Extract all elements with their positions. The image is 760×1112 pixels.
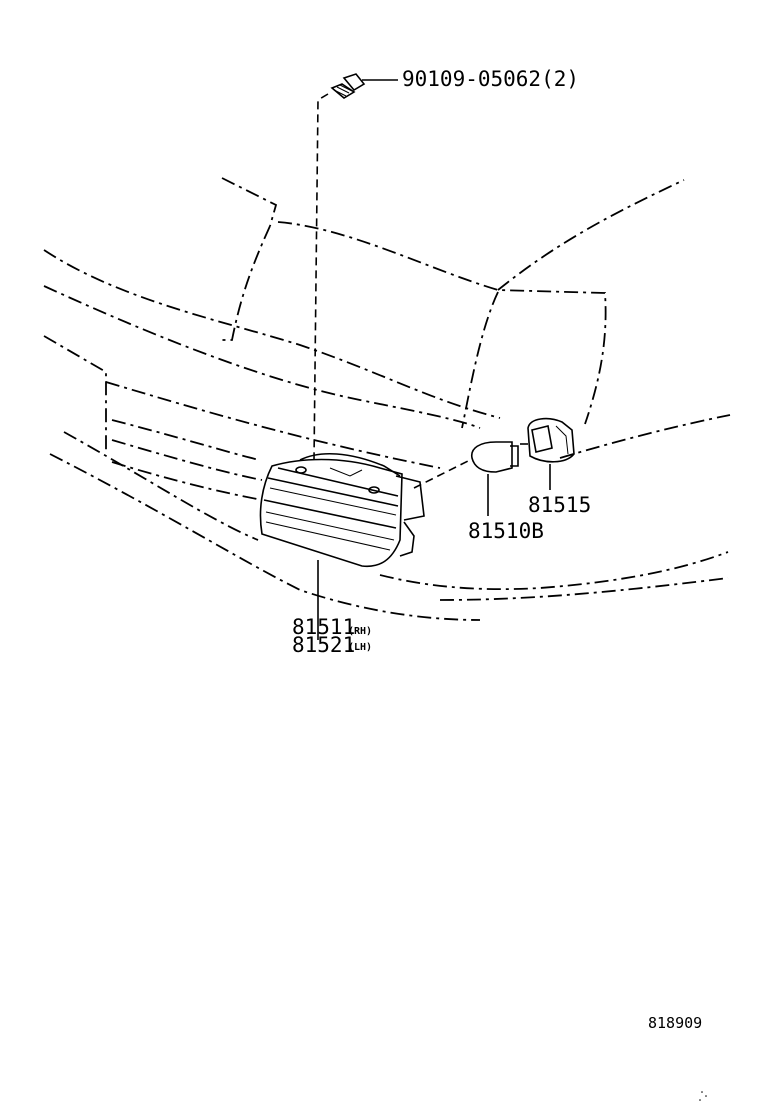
callout-lamp-lh-suffix: (LH) — [348, 642, 372, 653]
illustration-id: 818909 — [648, 1014, 702, 1032]
callout-lamp-rh-suffix: (RH) — [348, 626, 372, 637]
bulb-81510B — [413, 441, 519, 516]
callout-socket: 81515 — [528, 493, 591, 517]
bolt-90109 — [313, 73, 398, 461]
callout-lamp-lh-number: 81521 — [292, 633, 355, 657]
car-body-outline — [43, 177, 731, 621]
callout-bolt: 90109-05062(2) — [402, 67, 579, 91]
fog-lamp-assembly — [259, 452, 425, 640]
callout-lamp-rh-number: 81511 — [292, 615, 355, 639]
callout-bulb: 81510B — [468, 519, 544, 543]
scan-speck — [699, 1091, 707, 1101]
socket-81515 — [520, 417, 575, 490]
